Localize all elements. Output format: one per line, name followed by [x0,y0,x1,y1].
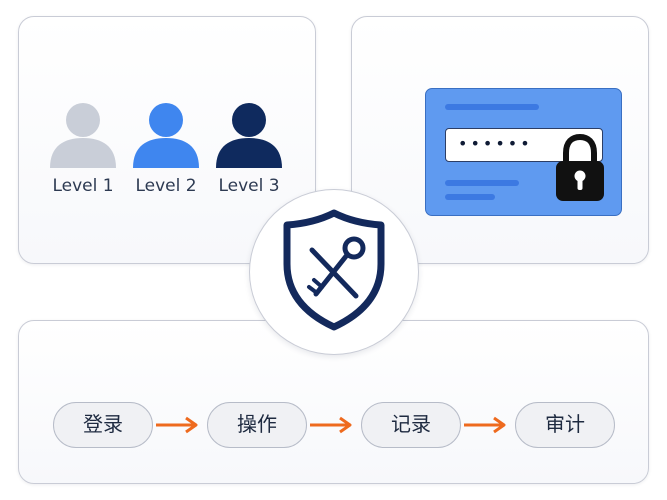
card-line-2 [445,194,495,200]
level-1-label: Level 1 [52,176,114,196]
level-3-label: Level 3 [218,176,280,196]
user-level-3-icon [216,103,282,168]
level-1-item: Level 1 [45,102,121,196]
flow-step-login: 登录 [53,402,153,448]
password-field: •••••• [445,128,603,162]
card-line-1 [445,180,519,186]
arrow-right-icon [310,416,352,434]
user-level-2-icon [133,103,199,168]
level-3-item: Level 3 [211,102,287,196]
arrow-right-icon [156,416,198,434]
level-2-label: Level 2 [135,176,197,196]
flow-step-operate: 操作 [207,402,307,448]
card-line-top [445,104,539,110]
padlock-icon [556,133,604,201]
flow-step-record: 记录 [361,402,461,448]
flow-step-audit: 审计 [515,402,615,448]
credential-card: •••••• [425,88,622,216]
shield-key-icon [283,209,385,331]
user-levels-panel: Level 1 Level 2 Level 3 [18,16,316,264]
arrow-right-icon [464,416,506,434]
level-2-item: Level 2 [128,102,204,196]
security-emblem [249,189,419,355]
user-level-1-icon [50,103,116,168]
